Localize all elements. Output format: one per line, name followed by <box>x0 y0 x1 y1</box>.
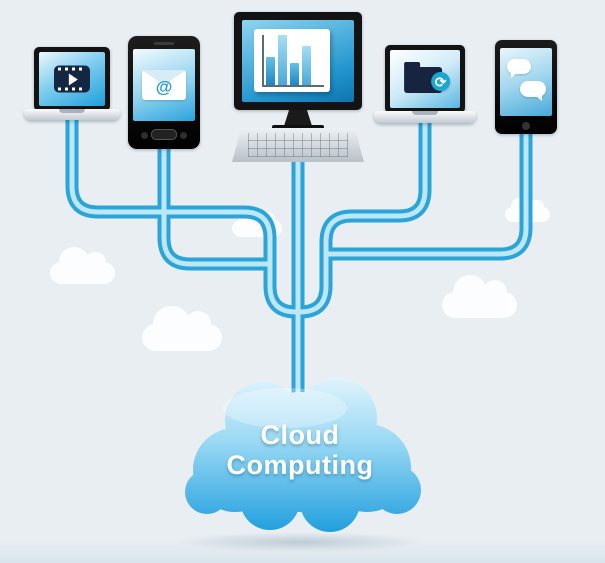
pipe-highlight <box>326 116 529 257</box>
phone-button <box>141 132 148 139</box>
chart-bar <box>290 63 299 85</box>
tablet-chat <box>495 40 557 134</box>
phone-speaker <box>154 42 174 45</box>
background-cloud <box>50 246 115 285</box>
desktop-monitor <box>234 12 362 110</box>
cloud-computing-label: Cloud Computing <box>165 420 435 480</box>
chat-bubble-icon <box>507 59 531 78</box>
pipe-highlight <box>161 126 270 267</box>
background-cloud <box>142 305 222 352</box>
cloud-shape <box>185 378 421 532</box>
monitor-display <box>242 20 354 102</box>
chart-window <box>254 29 330 92</box>
phone-home-button <box>151 129 177 140</box>
laptop-folder-display: ⟳ <box>390 50 460 108</box>
email-envelope-icon: @ <box>142 70 186 100</box>
chat-bubble-icon <box>520 81 546 101</box>
monitor-foot <box>272 125 324 130</box>
envelope-flap <box>142 70 186 85</box>
video-player-icon <box>54 65 90 93</box>
chart-bar <box>266 57 275 85</box>
bottom-gradient <box>0 541 605 563</box>
cloud-label-line1: Cloud <box>260 420 340 450</box>
cloud-label-line2: Computing <box>226 450 374 481</box>
laptop-video-screen <box>34 47 110 111</box>
laptop-video-base <box>24 109 120 120</box>
tablet-display <box>500 48 552 116</box>
laptop-folder-base <box>374 111 476 123</box>
sync-icon: ⟳ <box>431 72 451 92</box>
phone-display: @ <box>133 49 195 121</box>
chart-bar <box>278 35 287 85</box>
pipe-highlight <box>297 104 428 315</box>
cloud-ground-shadow <box>172 532 428 552</box>
monitor-stand <box>284 110 312 126</box>
keyboard <box>232 128 364 162</box>
folder-icon: ⟳ <box>404 62 451 94</box>
play-icon <box>68 73 78 85</box>
background-cloud <box>442 275 517 318</box>
phone-button <box>180 132 187 139</box>
mini-bar-chart <box>262 35 324 87</box>
chart-bar <box>302 46 311 85</box>
tablet-home-button <box>522 122 530 130</box>
smartphone-email: @ <box>128 36 200 149</box>
keyboard-keys <box>248 133 348 157</box>
laptop-video-display <box>39 52 105 106</box>
pipe-highlight <box>69 96 299 315</box>
at-sign-icon: @ <box>155 77 173 97</box>
laptop-folder-screen: ⟳ <box>385 45 465 113</box>
